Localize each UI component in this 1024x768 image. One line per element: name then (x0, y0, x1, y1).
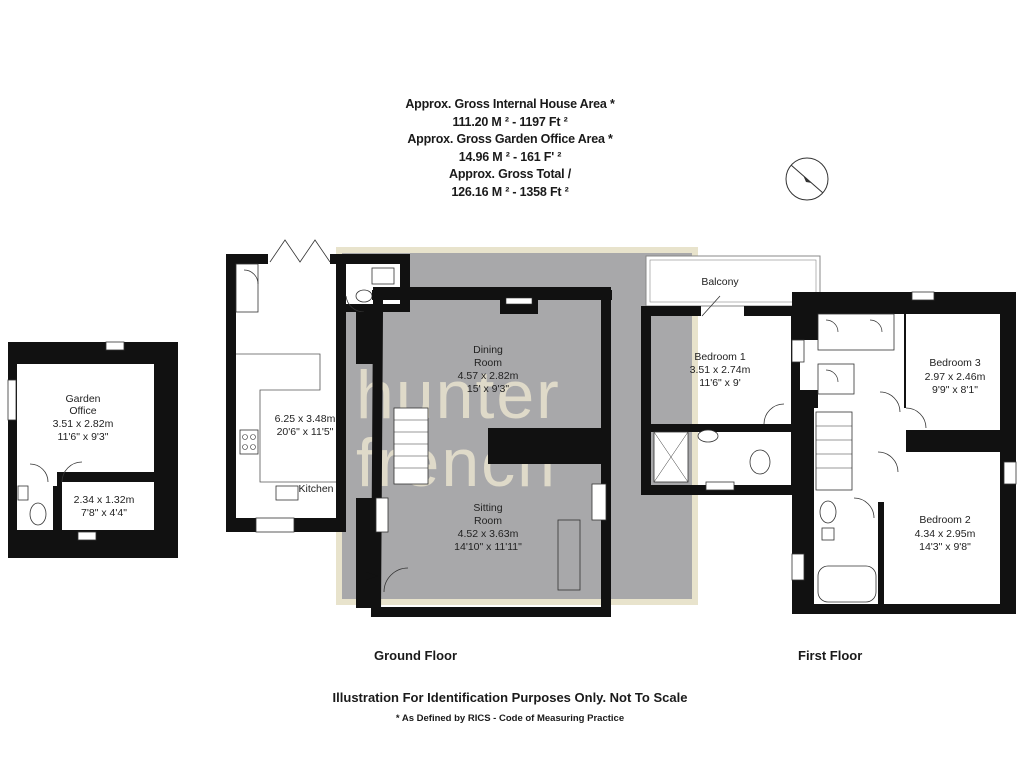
room-label-store: 2.34 x 1.32m 7'8" x 4'4" (74, 494, 135, 519)
garden-office-metric: 3.51 x 2.82m (53, 418, 114, 430)
dining-imperial: 15' x 9'3" (467, 383, 509, 395)
sitting-imperial: 14'10" x 11'11" (454, 541, 522, 553)
ground-floor-title: Ground Floor (374, 648, 458, 663)
kitchen-metric: 6.25 x 3.48m (275, 413, 336, 425)
sitting-metric: 4.52 x 3.63m (458, 528, 519, 540)
bedroom2-metric: 4.34 x 2.95m (915, 528, 976, 540)
sitting-name-2: Room (474, 515, 502, 527)
kitchen-imperial: 20'6" x 11'5" (277, 426, 334, 438)
bedroom3-name: Bedroom 3 (929, 357, 981, 369)
bedroom3-imperial: 9'9" x 8'1" (932, 384, 978, 396)
office-area-value: 14.96 M ² - 161 F' ² (458, 149, 562, 164)
first-floor-title: First Floor (798, 648, 863, 663)
area-summary: Approx. Gross Internal House Area * 111.… (330, 96, 690, 201)
room-label-sitting: Sitting Room 4.52 x 3.63m 14'10" x 11'11… (454, 502, 522, 553)
rics-note: * As Defined by RICS - Code of Measuring… (395, 713, 625, 724)
room-label-kitchen: 6.25 x 3.48m 20'6" x 11'5" Kitchen (275, 413, 336, 495)
dining-name-2: Room (474, 357, 502, 369)
room-label-bedroom3: Bedroom 3 2.97 x 2.46m 9'9" x 8'1" (925, 357, 986, 396)
office-area-label: Approx. Gross Garden Office Area * (407, 132, 613, 146)
bedroom1-metric: 3.51 x 2.74m (690, 364, 751, 376)
dining-name-1: Dining (473, 344, 503, 356)
watermark: hunter french (356, 357, 561, 501)
kitchen-plan (226, 239, 410, 533)
garden-office-imperial: 11'6" x 9'3" (58, 431, 109, 443)
balcony-name: Balcony (701, 276, 739, 288)
room-label-dining: Dining Room 4.57 x 2.82m 15' x 9'3" (458, 344, 519, 395)
store-imperial: 7'8" x 4'4" (81, 507, 127, 519)
kitchen-name: Kitchen (298, 483, 333, 495)
garden-office-plan (7, 341, 178, 558)
store-metric: 2.34 x 1.32m (74, 494, 135, 506)
room-label-balcony: Balcony (701, 276, 739, 288)
dining-sitting-plan (356, 287, 612, 617)
compass-icon (785, 157, 829, 201)
room-label-garden-office: Garden Office 3.51 x 2.82m 11'6" x 9'3" (53, 393, 114, 443)
house-area-value: 111.20 M ² - 1197 Ft ² (452, 114, 568, 129)
sitting-name-1: Sitting (473, 502, 502, 514)
dining-metric: 4.57 x 2.82m (458, 370, 519, 382)
total-area-value: 126.16 M ² - 1358 Ft ² (451, 184, 569, 199)
bedroom2-name: Bedroom 2 (919, 514, 971, 526)
bedroom1-name: Bedroom 1 (694, 351, 746, 363)
room-label-bedroom1: Bedroom 1 3.51 x 2.74m 11'6" x 9' (690, 351, 751, 389)
garden-office-name-2: Office (69, 405, 96, 417)
bedroom2-imperial: 14'3" x 9'8" (919, 541, 971, 553)
room-label-bedroom2: Bedroom 2 4.34 x 2.95m 14'3" x 9'8" (915, 514, 976, 553)
watermark-line-1: hunter (356, 357, 561, 433)
bedroom1-imperial: 11'6" x 9' (699, 377, 740, 389)
house-area-label: Approx. Gross Internal House Area * (405, 97, 615, 111)
disclaimer-text: Illustration For Identification Purposes… (332, 690, 688, 705)
total-area-label: Approx. Gross Total / (449, 167, 571, 181)
first-floor-plan (791, 291, 1017, 614)
bedroom3-metric: 2.97 x 2.46m (925, 371, 986, 383)
garden-office-name-1: Garden (65, 393, 100, 405)
bedroom1-plan (641, 255, 821, 495)
